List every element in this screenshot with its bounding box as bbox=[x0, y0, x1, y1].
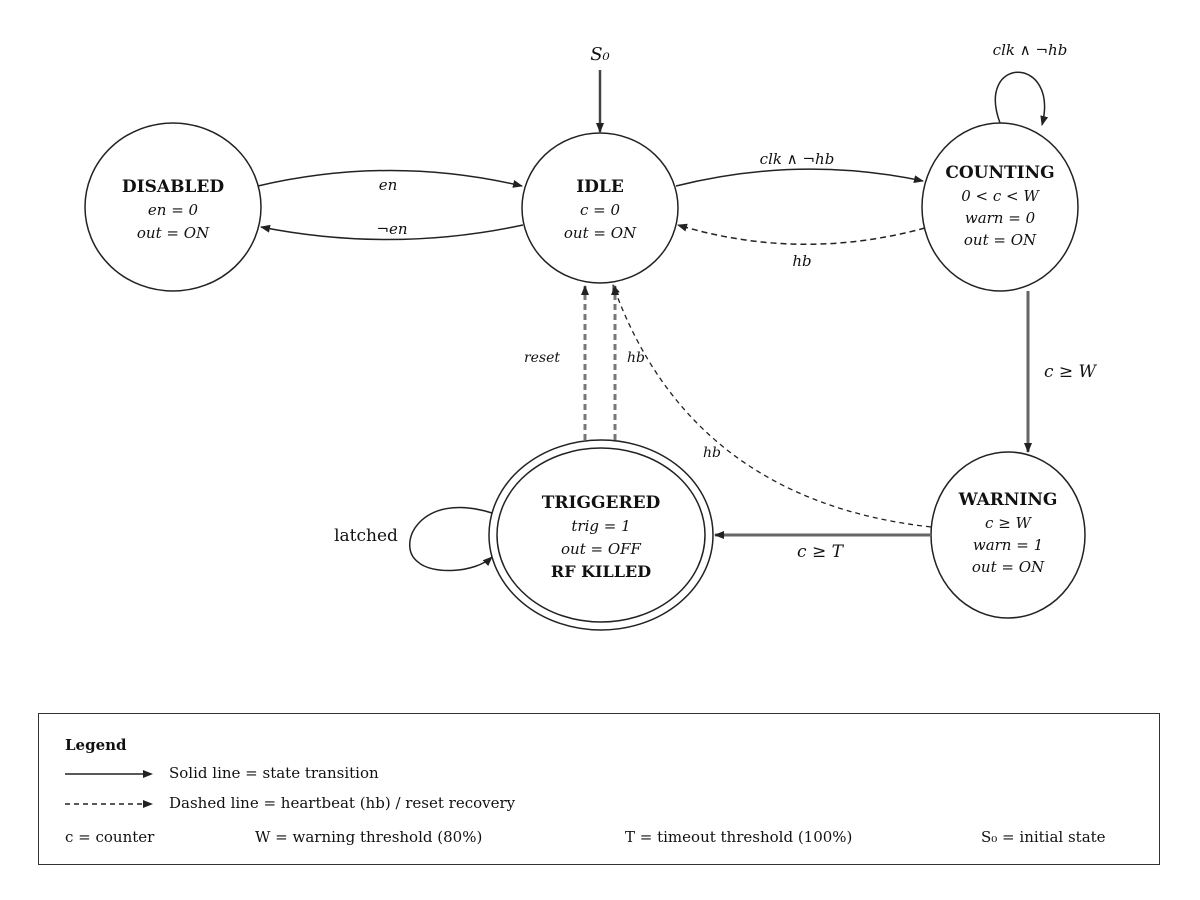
state-triggered-line3: RF KILLED bbox=[551, 562, 651, 581]
state-warning: WARNING c ≥ W warn = 1 out = ON bbox=[930, 451, 1086, 619]
state-warning-line2: warn = 1 bbox=[973, 536, 1043, 554]
edge-counting-warning-label: c ≥ W bbox=[1044, 362, 1098, 382]
edge-counting-self-label: clk ∧ ¬hb bbox=[993, 41, 1068, 59]
edge-en-label: en bbox=[379, 176, 398, 194]
legend-box: Legend Solid line = state transition Das… bbox=[38, 713, 1160, 865]
state-disabled-line1: en = 0 bbox=[148, 201, 199, 219]
legend-solid-row: Solid line = state transition bbox=[65, 764, 379, 782]
state-warning-name: WARNING bbox=[958, 490, 1058, 510]
legend-dashed-row: Dashed line = heartbeat (hb) / reset rec… bbox=[65, 794, 515, 812]
edge-latched-label: latched bbox=[334, 526, 398, 546]
state-diagram: DISABLED en = 0 out = ON IDLE c = 0 out … bbox=[84, 41, 1098, 631]
state-idle-line2: out = ON bbox=[564, 224, 637, 242]
edge-reset-label: reset bbox=[524, 350, 560, 366]
state-triggered-name: TRIGGERED bbox=[542, 493, 661, 513]
legend-title: Legend bbox=[65, 736, 127, 754]
state-counting-line3: out = ON bbox=[964, 231, 1037, 249]
edge-triggered-hb-label: hb bbox=[627, 350, 645, 366]
edge-idle-counting bbox=[675, 168, 924, 187]
state-counting: COUNTING 0 < c < W warn = 0 out = ON bbox=[921, 122, 1079, 292]
state-counting-line2: warn = 0 bbox=[965, 209, 1036, 227]
edge-triggered-latched bbox=[408, 506, 493, 572]
state-triggered-line2: out = OFF bbox=[561, 540, 642, 558]
state-disabled-name: DISABLED bbox=[122, 177, 224, 197]
state-idle: IDLE c = 0 out = ON bbox=[521, 132, 679, 284]
initial-state-label: S₀ bbox=[590, 44, 610, 65]
dashed-arrow-icon bbox=[65, 800, 153, 808]
edge-counting-idle-hb bbox=[677, 223, 926, 245]
state-counting-line1: 0 < c < W bbox=[961, 187, 1040, 205]
state-triggered: TRIGGERED trig = 1 out = OFF RF KILLED bbox=[488, 439, 714, 631]
state-triggered-line1: trig = 1 bbox=[571, 517, 630, 535]
legend-def-t: T = timeout threshold (100%) bbox=[625, 828, 853, 846]
edge-warning-triggered-label: c ≥ T bbox=[797, 542, 845, 562]
edge-warning-idle-hb-label: hb bbox=[703, 445, 721, 461]
solid-arrow-icon bbox=[65, 770, 153, 778]
edge-counting-idle-hb-label: hb bbox=[792, 252, 811, 270]
edge-disabled-idle bbox=[257, 169, 523, 188]
state-disabled-line2: out = ON bbox=[137, 224, 210, 242]
edge-warning-idle-hb bbox=[612, 284, 932, 528]
state-warning-line3: out = ON bbox=[972, 558, 1045, 576]
legend-solid-text: Solid line = state transition bbox=[169, 764, 379, 782]
edge-idle-disabled bbox=[260, 224, 524, 241]
state-disabled: DISABLED en = 0 out = ON bbox=[84, 122, 262, 292]
edge-idle-counting-label: clk ∧ ¬hb bbox=[760, 150, 835, 168]
edge-counting-self bbox=[994, 71, 1049, 126]
state-counting-name: COUNTING bbox=[945, 163, 1054, 183]
legend-def-w: W = warning threshold (80%) bbox=[255, 828, 483, 846]
legend-def-s0: S₀ = initial state bbox=[981, 828, 1106, 846]
edge-not-en-label: ¬en bbox=[376, 220, 407, 238]
legend-def-c: c = counter bbox=[65, 828, 155, 846]
state-warning-line1: c ≥ W bbox=[985, 514, 1033, 532]
state-idle-line1: c = 0 bbox=[580, 201, 621, 219]
state-idle-name: IDLE bbox=[576, 177, 624, 197]
legend-dashed-text: Dashed line = heartbeat (hb) / reset rec… bbox=[169, 794, 516, 812]
